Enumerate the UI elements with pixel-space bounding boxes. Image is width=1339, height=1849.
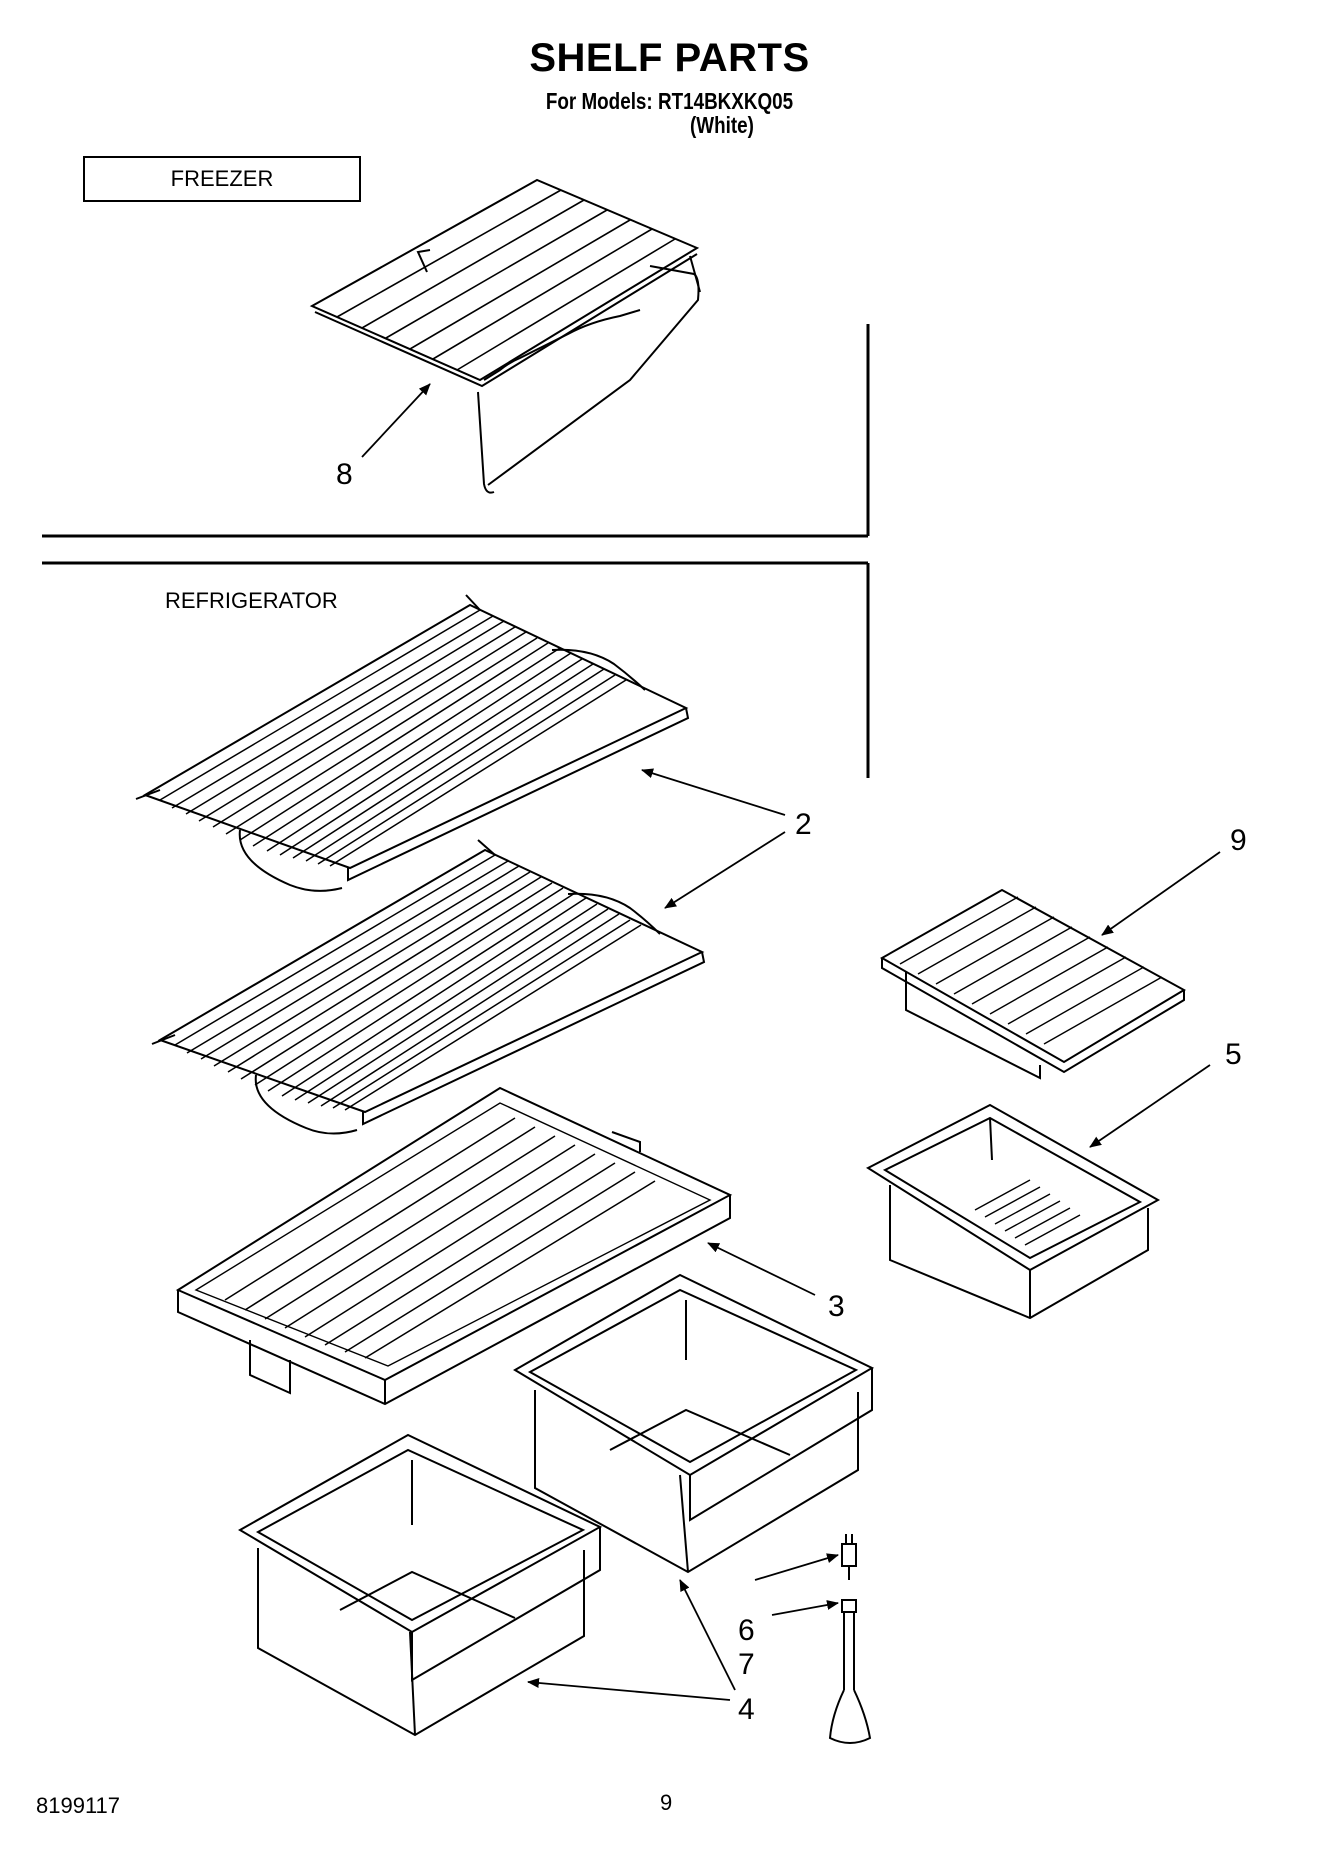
document-number: 8199117 — [36, 1793, 121, 1818]
crisper-drawer-left — [238, 1433, 603, 1737]
callout-4: 4 — [738, 1693, 755, 1726]
callout-3: 3 — [828, 1290, 845, 1323]
leader-4b — [679, 1579, 736, 1691]
models-line: For Models: RT14BKXKQ05 — [545, 88, 794, 114]
leader-6 — [754, 1553, 839, 1581]
leader-2a — [641, 768, 786, 816]
freezer-label: FREEZER — [170, 166, 274, 191]
leader-3 — [707, 1242, 816, 1296]
lower-wire-shelf — [151, 839, 706, 1135]
deli-drawer — [865, 1103, 1161, 1320]
callout-5: 5 — [1225, 1038, 1242, 1071]
callout-6: 6 — [738, 1614, 755, 1647]
callout-9: 9 — [1230, 824, 1247, 857]
freezer-label-box: FREEZER — [83, 156, 361, 202]
solid-shelf — [175, 1086, 733, 1406]
page-title: SHELF PARTS — [529, 36, 810, 80]
crisper-cover-shelf — [879, 888, 1187, 1080]
leader-2b — [664, 831, 786, 909]
refrigerator-label: REFRIGERATOR — [165, 588, 338, 613]
callout-2: 2 — [795, 808, 812, 841]
leader-lines — [361, 383, 1221, 1701]
leader-4a — [527, 1677, 731, 1701]
callout-7: 7 — [738, 1648, 755, 1681]
crisper-drawer-right — [513, 1273, 875, 1574]
freezer-wire-shelf — [309, 178, 701, 494]
leader-9 — [1101, 851, 1221, 936]
page-number: 9 — [660, 1790, 673, 1815]
color-line: (White) — [690, 112, 754, 138]
leader-5 — [1089, 1064, 1211, 1148]
plug-and-spacer — [828, 1534, 872, 1744]
section-dividers — [42, 324, 870, 778]
callout-8: 8 — [336, 458, 353, 491]
upper-wire-shelf — [135, 594, 690, 892]
leader-8 — [361, 383, 431, 458]
leader-7 — [771, 1600, 839, 1616]
